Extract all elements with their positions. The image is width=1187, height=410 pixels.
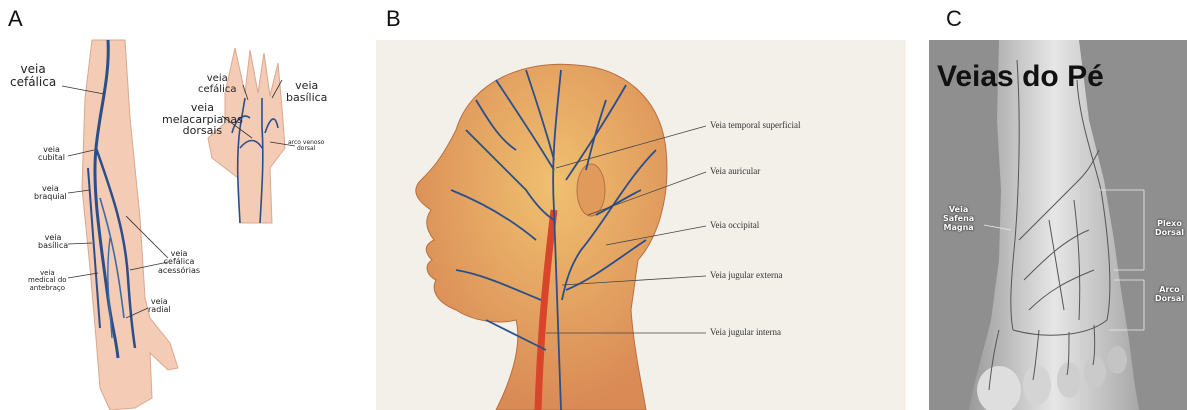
- foot-vein-diagram: Veias do Pé Veia Safena Magna Plexo Dors…: [929, 40, 1187, 410]
- foot-title: Veias do Pé: [937, 60, 1104, 94]
- panel-b-letter: B: [386, 6, 401, 32]
- label-veia-auricular: Veia auricular: [710, 166, 760, 176]
- head-vein-diagram: Veia temporal superficial Veia auricular…: [376, 40, 906, 410]
- label-hand-veia-basilica: veia basílica: [286, 80, 327, 103]
- label-veia-temporal: Veia temporal superficial: [710, 120, 800, 130]
- label-veia-basilica-arm: veia basílica: [38, 234, 68, 251]
- label-veia-occipital: Veia occipital: [710, 220, 759, 230]
- label-plexo-dorsal: Plexo Dorsal: [1155, 220, 1184, 238]
- arm-vein-diagram: veia cefálica veia cubital veia braquial…: [0, 38, 370, 410]
- label-veia-medical: veia medical do antebraço: [28, 270, 67, 292]
- label-veia-jugular-externa: Veia jugular externa: [710, 270, 782, 280]
- label-veia-cefalica: veia cefálica: [10, 63, 56, 88]
- label-veia-metacarpianas: veia melacarpianas dorsais: [162, 102, 243, 137]
- label-veia-cefalica-acessorias: veia cefálica acessórias: [158, 250, 200, 275]
- label-arco-dorsal: Arco Dorsal: [1155, 286, 1184, 304]
- label-veia-cubital: veia cubital: [38, 146, 65, 163]
- label-veia-radial: veia radial: [148, 298, 171, 315]
- panel-a-letter: A: [8, 6, 23, 32]
- label-veia-jugular-interna: Veia jugular interna: [710, 327, 781, 337]
- head-illustration: [376, 40, 906, 410]
- label-veia-safena-magna: Veia Safena Magna: [943, 206, 974, 232]
- label-arco-venoso: arco venoso dorsal: [288, 140, 324, 153]
- panel-c-letter: C: [946, 6, 962, 32]
- label-veia-braquial: veia braquial: [34, 185, 67, 202]
- label-hand-veia-cefalica: veia cefálica: [198, 74, 236, 95]
